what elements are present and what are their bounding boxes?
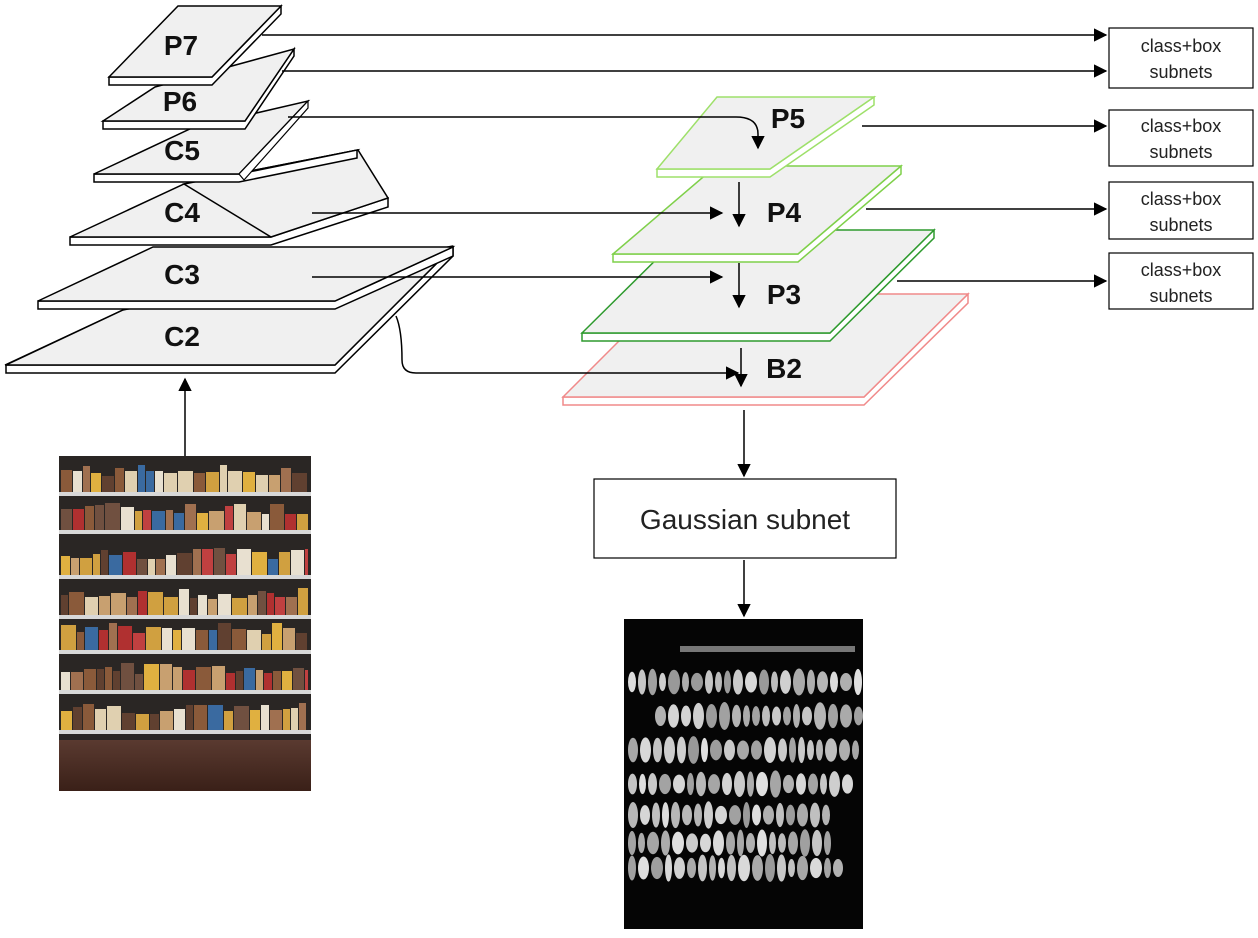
plate-label-p5: P5 (771, 103, 805, 134)
plate-p5: P5 (655, 95, 877, 178)
subnet-box-p7-line1: class+box (1141, 36, 1222, 56)
subnet-box-p4-line2: subnets (1149, 215, 1212, 235)
subnet-box-p3-line2: subnets (1149, 286, 1212, 306)
plate-c5: C5 (93, 99, 358, 183)
arrow-c5-to-p5 (288, 116, 765, 150)
subnet-box-p5: class+box subnets (1108, 109, 1254, 167)
subnet-box-p7: class+box subnets (1108, 27, 1254, 89)
arrow-c2-to-b2 (395, 315, 740, 380)
subnet-box-p4: class+box subnets (1108, 181, 1254, 240)
plate-label-p4: P4 (767, 197, 802, 228)
plate-label-p3: P3 (767, 279, 801, 310)
plate-label-c3: C3 (164, 259, 200, 290)
plate-label-p7: P7 (164, 30, 198, 61)
gaussian-subnet-box: Gaussian subnet (593, 478, 897, 559)
plate-label-b2: B2 (766, 353, 802, 384)
plate-c3: C3 (37, 245, 454, 310)
subnet-box-p5-line2: subnets (1149, 142, 1212, 162)
subnet-box-p4-line1: class+box (1141, 189, 1222, 209)
plate-label-c4: C4 (164, 197, 200, 228)
subnet-box-p7-line2: subnets (1149, 62, 1212, 82)
shelf-product-rows (59, 465, 311, 734)
plate-label-p6: P6 (163, 86, 197, 117)
gaussian-heatmap-image (624, 619, 863, 929)
gaussian-subnet-label: Gaussian subnet (640, 504, 850, 535)
subnet-box-p3-line1: class+box (1141, 260, 1222, 280)
heatmap-blobs (628, 646, 863, 882)
subnet-box-p5-line1: class+box (1141, 116, 1222, 136)
plate-label-c5: C5 (164, 135, 200, 166)
plate-p7: P7 (107, 4, 283, 86)
plate-p4: P4 (610, 164, 904, 263)
plate-label-c2: C2 (164, 321, 200, 352)
subnet-box-p3: class+box subnets (1108, 252, 1254, 310)
input-shelf-image (59, 456, 311, 791)
